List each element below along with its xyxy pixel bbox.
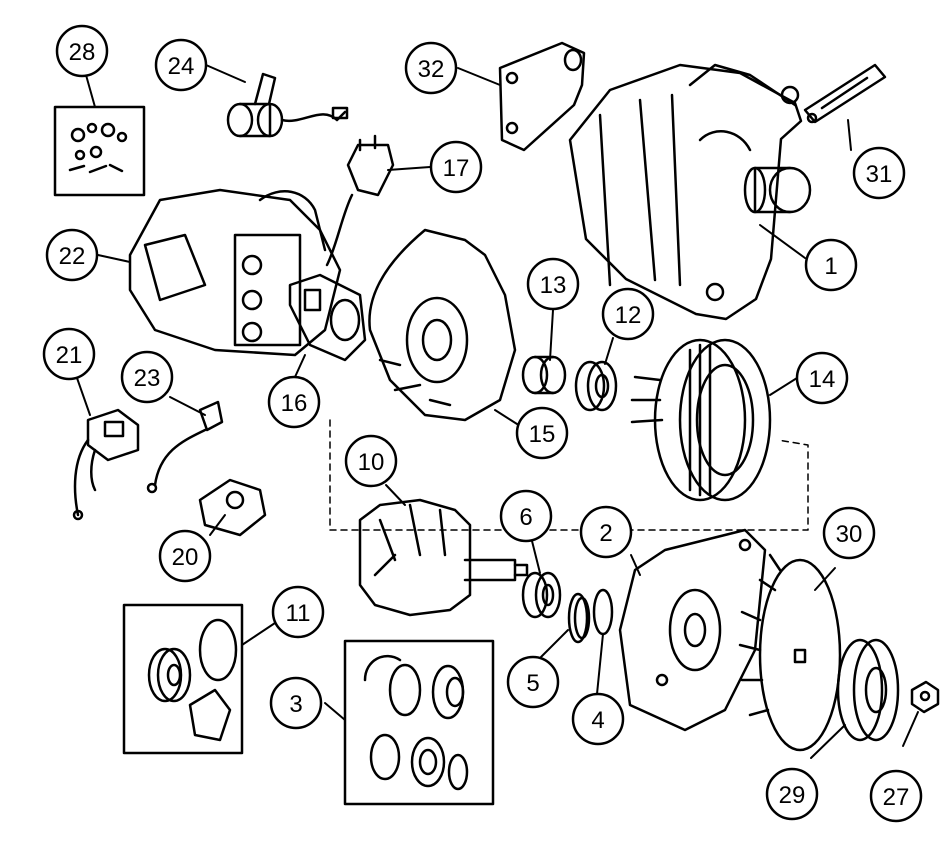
rotor-part bbox=[358, 498, 529, 617]
callouts: 28 24 32 17 31 22 1 13 12 21 23 14 16 15… bbox=[42, 24, 923, 823]
callout-15-number: 15 bbox=[529, 421, 556, 448]
brush-holder-part bbox=[288, 273, 367, 362]
callout-22-number: 22 bbox=[59, 243, 86, 270]
callout-2: 2 bbox=[579, 505, 633, 559]
callout-2-number: 2 bbox=[599, 520, 612, 547]
callout-11: 11 bbox=[271, 585, 325, 639]
callout-28-number: 28 bbox=[69, 39, 96, 66]
capacitor-part bbox=[226, 72, 349, 138]
callout-5-number: 5 bbox=[526, 670, 539, 697]
callout-21-number: 21 bbox=[56, 342, 83, 369]
callout-31-number: 31 bbox=[866, 161, 893, 188]
callout-28: 28 bbox=[55, 24, 109, 78]
leader-lines bbox=[76, 64, 919, 759]
callout-11-number: 11 bbox=[286, 600, 311, 627]
callout-29: 29 bbox=[765, 767, 819, 821]
callout-23-number: 23 bbox=[134, 365, 161, 392]
callout-1-number: 1 bbox=[824, 253, 837, 280]
callout-17: 17 bbox=[429, 140, 483, 194]
callout-10: 10 bbox=[344, 434, 398, 488]
callout-1: 1 bbox=[804, 238, 858, 292]
callout-4: 4 bbox=[571, 692, 625, 746]
callout-16: 16 bbox=[267, 375, 321, 429]
callout-15: 15 bbox=[515, 406, 569, 460]
callout-30: 30 bbox=[822, 506, 876, 560]
callout-22: 22 bbox=[45, 228, 99, 282]
callout-5: 5 bbox=[506, 655, 560, 709]
drive-bearing-part bbox=[521, 571, 562, 619]
o-ring-part bbox=[592, 588, 614, 636]
bearing-part bbox=[574, 360, 618, 412]
spacer-ring-part bbox=[567, 592, 591, 644]
callout-30-number: 30 bbox=[836, 521, 863, 548]
callout-17-number: 17 bbox=[443, 155, 470, 182]
callout-24-number: 24 bbox=[168, 53, 195, 80]
callout-3-number: 3 bbox=[289, 691, 302, 718]
callout-24: 24 bbox=[154, 38, 208, 92]
callout-3: 3 bbox=[269, 676, 323, 730]
callout-6-number: 6 bbox=[519, 504, 532, 531]
callout-14-number: 14 bbox=[809, 366, 836, 393]
spacer-part bbox=[521, 355, 567, 395]
adjuster-link-part bbox=[803, 63, 887, 124]
callout-20: 20 bbox=[158, 529, 212, 583]
callout-32-number: 32 bbox=[418, 56, 445, 83]
bearing-kit-part bbox=[122, 603, 244, 755]
pulley-part bbox=[836, 638, 900, 742]
regulator-part bbox=[198, 478, 267, 537]
callout-4-number: 4 bbox=[591, 707, 604, 734]
callout-6: 6 bbox=[499, 489, 553, 543]
callout-14: 14 bbox=[795, 351, 849, 405]
callout-13-number: 13 bbox=[540, 272, 567, 299]
callout-20-number: 20 bbox=[172, 544, 199, 571]
callout-10-number: 10 bbox=[358, 449, 385, 476]
brush-box-lead-part bbox=[325, 134, 395, 267]
callout-27: 27 bbox=[869, 769, 923, 823]
callout-12-number: 12 bbox=[615, 302, 642, 329]
callout-32: 32 bbox=[404, 41, 458, 95]
stator-housing-part bbox=[368, 228, 517, 422]
callout-16-number: 16 bbox=[281, 390, 308, 417]
callout-23: 23 bbox=[120, 350, 174, 404]
mounting-bracket-part bbox=[498, 41, 586, 152]
drive-end-housing-part bbox=[618, 528, 767, 732]
slip-ring-end-housing-part bbox=[128, 188, 342, 357]
pulley-nut-part bbox=[910, 680, 940, 714]
callout-29-number: 29 bbox=[779, 782, 806, 809]
diode-pack-part bbox=[72, 408, 140, 521]
stator-part bbox=[630, 338, 772, 502]
callout-27-number: 27 bbox=[883, 784, 910, 811]
seal-kit-part bbox=[343, 639, 495, 806]
callout-21: 21 bbox=[42, 327, 96, 381]
assembly-guide-line bbox=[329, 419, 809, 531]
callout-13: 13 bbox=[526, 257, 580, 311]
callout-12: 12 bbox=[601, 287, 655, 341]
callout-31: 31 bbox=[852, 146, 906, 200]
fan-part bbox=[738, 553, 842, 752]
alternator-assembly-part bbox=[568, 63, 812, 321]
hardware-kit-part bbox=[53, 105, 146, 197]
lead-tag-part bbox=[146, 400, 224, 494]
